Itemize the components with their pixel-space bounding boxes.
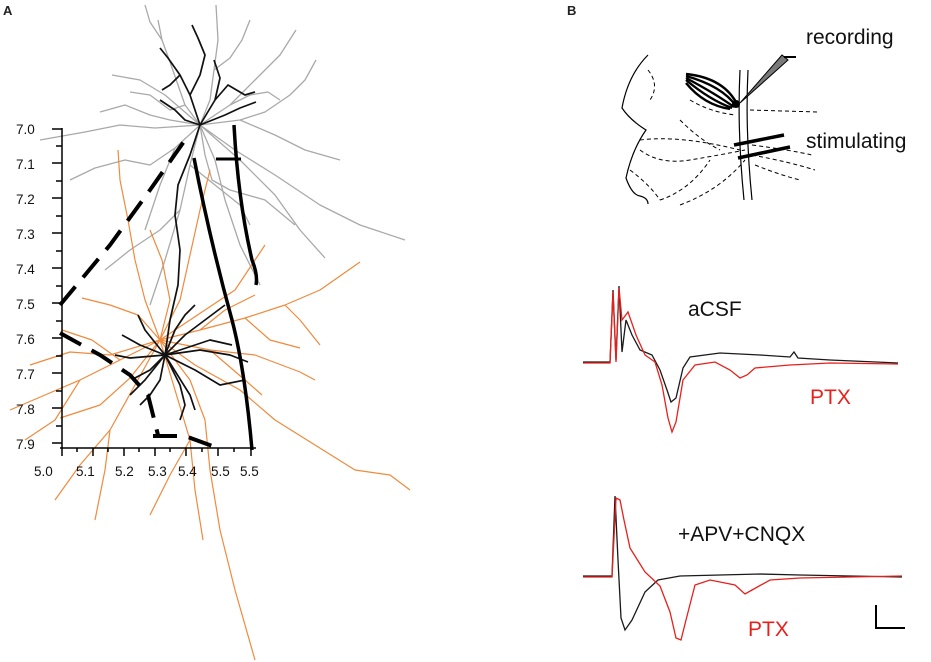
y-tick-label: 7.2 (16, 192, 35, 207)
traces-apv-cnqx: +APV+CNQX PTX (583, 495, 903, 641)
x-tick-label: 5.0 (34, 464, 53, 479)
y-tick-label: 7.0 (16, 122, 35, 137)
y-tick-label: 7.9 (16, 437, 35, 452)
y-tick-label: 7.1 (16, 157, 35, 172)
trace-ptx-bottom (583, 496, 903, 641)
stimulating-electrode-1 (733, 133, 785, 147)
y-tick-label: 7.6 (16, 332, 35, 347)
gray-neuron (39, 4, 406, 306)
y-tick-label: 7.7 (16, 367, 35, 382)
layer-boundary-inner (192, 157, 254, 451)
panel-b-letter: B (567, 3, 576, 18)
fiber-fan (685, 72, 740, 111)
x-tick-labels: 5.0 5.1 5.2 5.3 5.4 5.5 5.5 (34, 464, 259, 479)
scale-bar (875, 605, 905, 629)
y-tick-label: 7.8 (16, 402, 35, 417)
x-tick-label: 5.3 (148, 464, 167, 479)
x-tick-label: 5.2 (115, 464, 134, 479)
fiber-tract-right (746, 69, 753, 201)
traces-acsf: aCSF PTX (583, 285, 899, 435)
region-outlines (629, 69, 819, 206)
black-neuron (114, 24, 257, 421)
x-tick-label: 5.5 (211, 464, 230, 479)
acsf-label: aCSF (688, 298, 742, 321)
x-tick-label: 5.1 (76, 464, 95, 479)
panel-a-neuron-reconstruction: 7.0 7.1 7.2 7.3 7.4 7.5 7.6 7.7 7.8 7.9 (9, 4, 411, 661)
x-tick-label: 5.5 (240, 464, 259, 479)
orange-neuron (9, 149, 411, 661)
y-tick-label: 7.5 (16, 297, 35, 312)
y-tick-labels: 7.0 7.1 7.2 7.3 7.4 7.5 7.6 7.7 7.8 7.9 (16, 122, 35, 452)
stimulating-electrode-2 (737, 145, 791, 160)
recording-site (732, 100, 740, 108)
slice-outline (621, 54, 649, 197)
recording-label: recording (806, 26, 894, 49)
trace-control-bottom (583, 495, 903, 632)
x-axis (60, 447, 256, 456)
panel-a-letter: A (3, 3, 13, 18)
slice-outline-tip (639, 195, 649, 205)
y-tick-label: 7.3 (16, 227, 35, 242)
x-tick-label: 5.4 (178, 464, 197, 479)
apv-cnqx-label: +APV+CNQX (678, 523, 805, 546)
ptx-label-bottom: PTX (748, 618, 789, 641)
stimulating-label: stimulating (806, 130, 906, 153)
layer-boundary-outer (232, 124, 259, 286)
y-axis (52, 128, 63, 448)
slice-schematic: recording stimulating (621, 26, 906, 206)
ptx-label-top: PTX (810, 386, 851, 409)
trace-ptx-top (583, 287, 899, 435)
dashed-boundary (58, 138, 219, 450)
y-tick-label: 7.4 (16, 262, 35, 277)
fiber-tract-left (738, 69, 745, 201)
